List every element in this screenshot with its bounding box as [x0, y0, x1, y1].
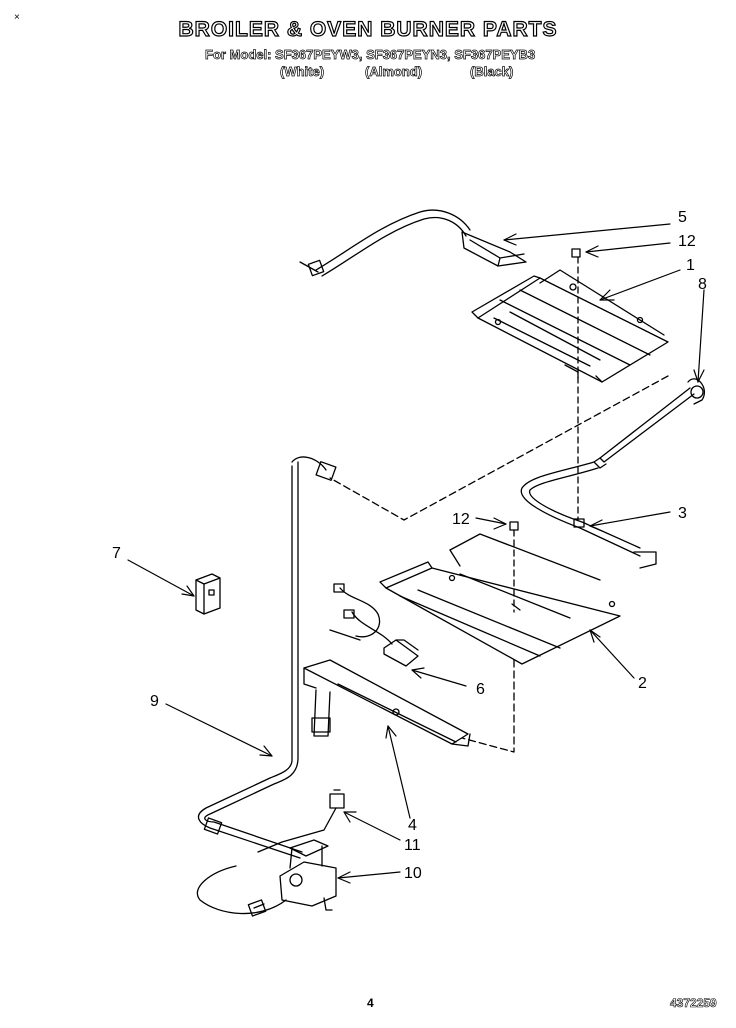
callout-9: 9: [150, 693, 159, 710]
color-white: (White): [280, 64, 325, 80]
gas-valve: [196, 839, 337, 917]
ignitor-block: [195, 573, 221, 615]
page-title: BROILER & OVEN BURNER PARTS: [178, 17, 558, 41]
callout-1: 1: [686, 257, 695, 274]
callout-8: 8: [698, 276, 707, 293]
callout-2: 2: [638, 675, 647, 692]
callout-4: 4: [408, 817, 417, 834]
broil-burner-plate: [471, 269, 669, 383]
callout-3: 3: [678, 505, 687, 522]
corner-mark: ×: [14, 12, 20, 23]
callout-numbers: 5 12 1 8 12 3 7 2 6 9 4 11 10: [112, 209, 707, 882]
callout-12-top: 12: [678, 233, 696, 250]
part-number: 4372259: [670, 996, 717, 1011]
main-gas-line: [197, 456, 337, 859]
callout-12-lower: 12: [452, 511, 470, 528]
nut-lower: [509, 521, 519, 531]
burner-bracket: [520, 461, 657, 569]
page-number: 4: [367, 996, 374, 1010]
leader-lines: [127, 223, 705, 884]
model-line: For Model: SF367PEYW3, SF367PEYN3, SF367…: [205, 47, 536, 63]
callout-10: 10: [404, 865, 422, 882]
broil-ignitor: [299, 209, 527, 277]
callout-11: 11: [404, 837, 421, 854]
color-almond: (Almond): [365, 64, 423, 80]
gas-fitting: [257, 789, 345, 853]
oven-burner: [303, 659, 471, 747]
callout-7: 7: [112, 545, 121, 562]
callout-6: 6: [476, 681, 485, 698]
callout-5: 5: [678, 209, 687, 226]
nut-top: [571, 248, 581, 258]
oven-burner-plate: [379, 533, 621, 665]
broil-burner-tube: [593, 378, 705, 469]
oven-ignitor: [329, 583, 419, 667]
color-black: (Black): [470, 64, 514, 80]
